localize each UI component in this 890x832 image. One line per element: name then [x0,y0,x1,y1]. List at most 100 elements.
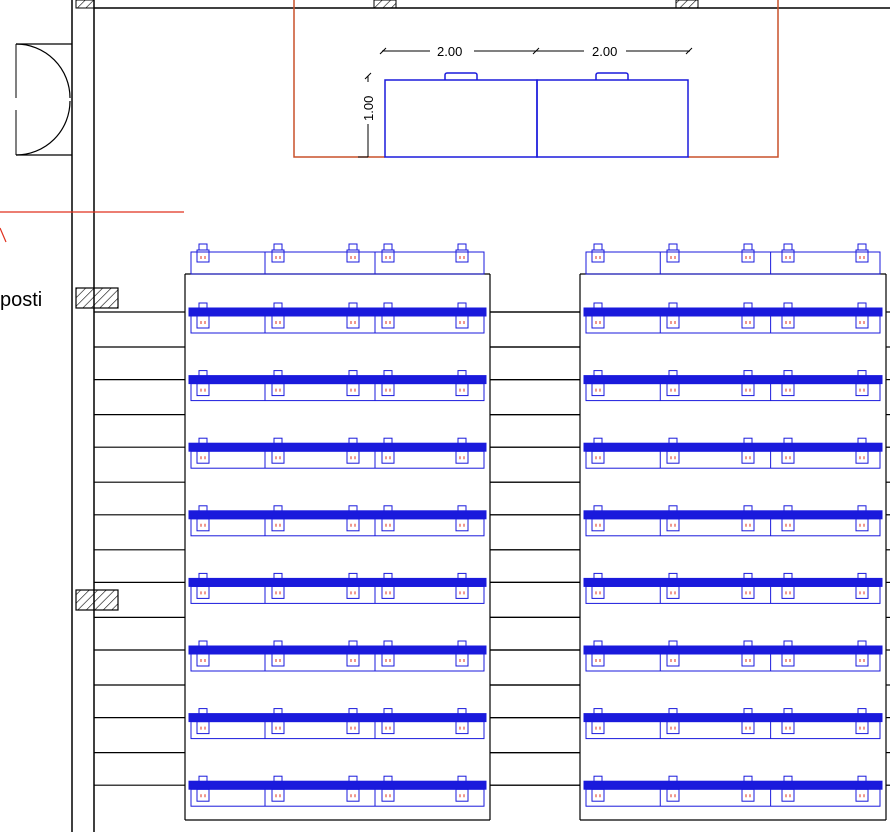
seat [666,775,680,802]
seat [196,572,210,599]
seat-back [855,653,869,667]
seat [855,708,869,735]
seat-back [196,653,210,667]
seat-top [348,370,358,378]
seat-back [196,721,210,735]
seat-back [271,788,285,802]
seat-back [196,315,210,329]
seat [346,505,360,532]
seat [591,572,605,599]
seat-top [593,640,603,648]
seat [455,640,469,667]
seat [781,775,795,802]
seat-top [383,640,393,648]
seat-top [743,572,753,580]
seat-top [457,640,467,648]
seat-back [855,450,869,464]
seat-back [346,585,360,599]
seat-back [455,721,469,735]
seat-back [346,788,360,802]
seat-strip [190,315,485,334]
seat-top [743,243,753,251]
seat-back [346,518,360,532]
bench-row [490,640,890,686]
seat-top [783,302,793,310]
seat-back [381,450,395,464]
seat-strip [190,383,485,402]
seat-top [383,708,393,716]
dim-width-left-label: 2.00 [437,44,462,59]
bench-row [490,370,890,416]
seat-top [383,775,393,783]
seat [781,437,795,464]
seat [855,505,869,532]
posti-label: posti [0,289,42,311]
seat-strip [190,721,485,740]
seat [855,437,869,464]
seat [741,775,755,802]
seat [346,370,360,397]
seat [381,370,395,397]
seat-top [383,302,393,310]
seat-back [741,653,755,667]
seat [271,243,285,263]
seat-top [273,775,283,783]
seat [346,708,360,735]
seat-top [273,437,283,445]
seat-back [781,315,795,329]
seat-back [271,383,285,397]
seat-top [593,243,603,251]
seat-back [781,721,795,735]
teacher-desk-group [384,72,689,158]
seat-top [743,505,753,513]
seat [781,572,795,599]
teacher-desk-right [536,79,689,158]
bench-row [94,370,580,416]
seat-top [743,640,753,648]
teacher-desk-left [384,79,538,158]
seat-back [381,721,395,735]
front-seat-row [585,243,881,275]
seat-back [591,450,605,464]
seat [346,302,360,329]
seat-back [455,518,469,532]
seat-top [348,505,358,513]
seat [741,437,755,464]
pillar-top-1 [75,0,95,9]
seat-top [198,370,208,378]
seat-top [783,243,793,251]
seat-top [273,708,283,716]
pillar-top-3 [675,0,699,9]
seat-strip [585,315,881,334]
seat [455,243,469,263]
seat [381,243,395,263]
seat-top [668,302,678,310]
seat [591,505,605,532]
seat-back [271,315,285,329]
bench-row [490,302,890,348]
seat [346,640,360,667]
seat-back [346,721,360,735]
seat-top [383,505,393,513]
seat-top [668,437,678,445]
seat-back [455,585,469,599]
seat-top [593,370,603,378]
seat [271,708,285,735]
seat-back [591,315,605,329]
seat-back [196,518,210,532]
seat-top [593,775,603,783]
seat-top [743,302,753,310]
seat-top [273,370,283,378]
seat-back [455,383,469,397]
seat [196,708,210,735]
seat-top [668,572,678,580]
dim-depth-label: 1.00 [361,96,376,121]
seat-top [348,640,358,648]
seat-top [198,302,208,310]
seat-top [783,572,793,580]
seat-top [348,775,358,783]
seat [666,572,680,599]
seat-top [348,572,358,580]
seat-strip [190,450,485,469]
seat [781,370,795,397]
